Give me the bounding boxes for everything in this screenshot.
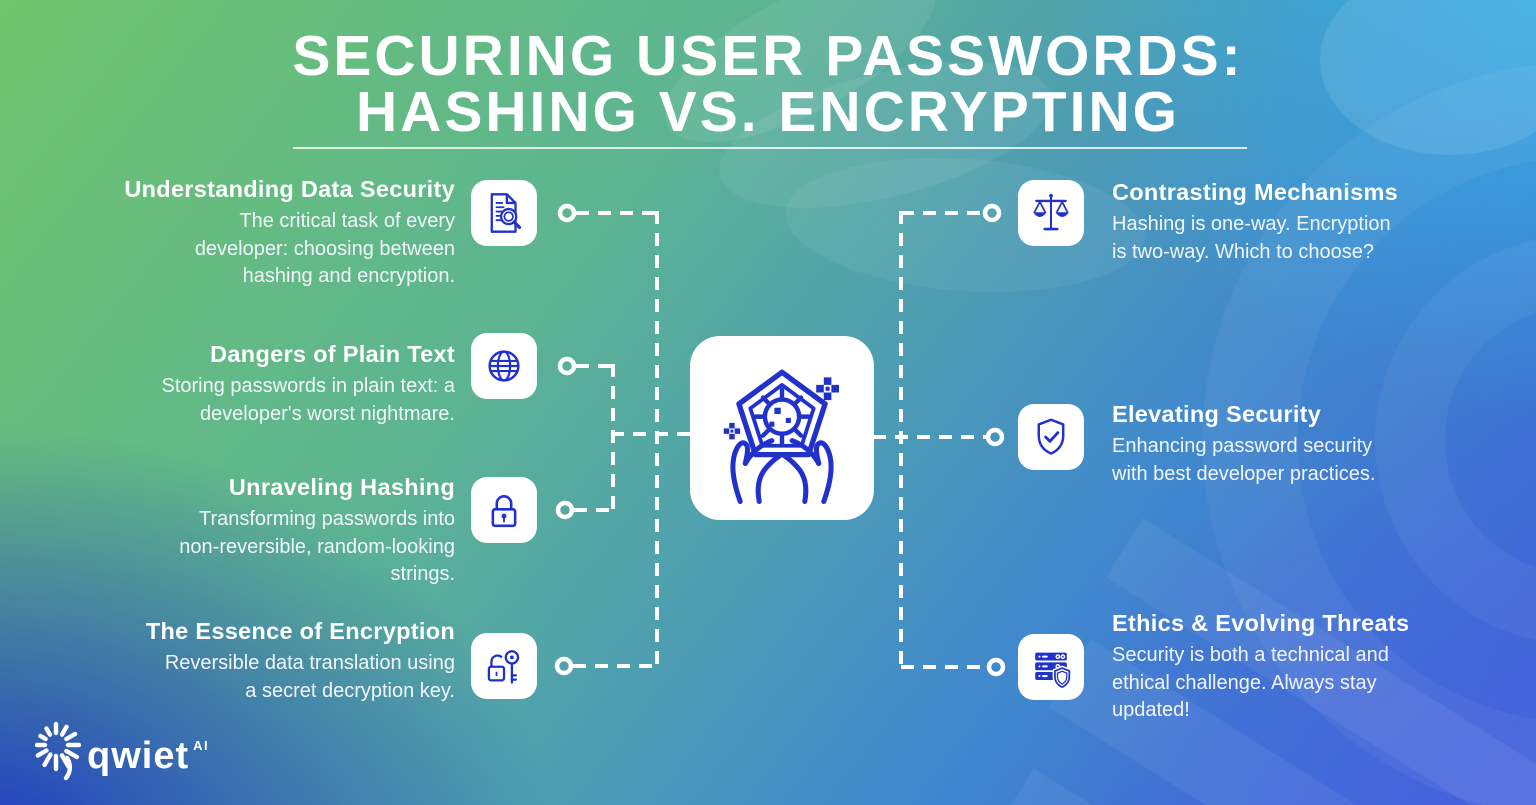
center-illustration-card <box>690 336 874 520</box>
item-body-line: hashing and encryption. <box>242 265 455 287</box>
item-body-line: Transforming passwords into <box>198 508 455 530</box>
icon-card <box>471 633 537 699</box>
item-unraveling-hashing: Unraveling Hashing Transforming password… <box>60 472 455 589</box>
item-body-line: Storing passwords in plain text: a <box>161 375 456 397</box>
item-body-line: with best developer practices. <box>1112 462 1376 485</box>
item-heading: Ethics & Evolving Threats <box>1112 610 1410 636</box>
item-body-line: strings. <box>390 563 455 585</box>
item-ethics-evolving-threats: Ethics & Evolving Threats Security is bo… <box>1112 608 1457 725</box>
item-heading: The Essence of Encryption <box>145 618 455 644</box>
icon-card <box>1018 404 1084 470</box>
item-body-line: ethical challenge. Always stay <box>1112 671 1377 694</box>
item-body-line: Security is both a technical and <box>1112 644 1389 666</box>
icon-card <box>1018 180 1084 246</box>
page-title-line1: SECURING USER PASSWORDS: <box>292 24 1244 88</box>
item-contrasting-mechanisms: Contrasting Mechanisms Hashing is one-wa… <box>1112 177 1457 266</box>
item-heading: Elevating Security <box>1112 401 1322 427</box>
item-body-line: is two-way. Which to choose? <box>1112 240 1374 263</box>
lock-key-icon <box>487 650 520 684</box>
item-dangers-of-plain-text: Dangers of Plain Text Storing passwords … <box>60 339 456 428</box>
item-elevating-security: Elevating Security Enhancing password se… <box>1112 399 1457 488</box>
qwiet-spiral-logo-icon <box>34 721 81 781</box>
icon-card <box>471 477 537 543</box>
scales-icon <box>1033 193 1069 231</box>
globe-icon <box>488 350 520 382</box>
item-body-line: developer's worst nightmare. <box>199 402 455 425</box>
logo-suffix-text: AI <box>193 738 210 753</box>
server-shield-icon <box>1035 652 1072 690</box>
item-heading: Unraveling Hashing <box>228 474 455 500</box>
hands-shield-virus-icon <box>723 369 839 504</box>
icon-card <box>471 333 537 399</box>
item-essence-of-encryption: The Essence of Encryption Reversible dat… <box>60 616 455 705</box>
item-understanding-data-security: Understanding Data Security The critical… <box>60 174 455 291</box>
item-body-line: Enhancing password security <box>1112 435 1373 457</box>
page-title-line2: HASHING VS. ENCRYPTING <box>356 80 1180 144</box>
item-body-line: updated! <box>1112 699 1190 721</box>
icon-card <box>1018 634 1084 700</box>
item-body-line: The critical task of every <box>239 210 455 232</box>
title-divider <box>293 147 1247 149</box>
item-body-line: non-reversible, random-looking <box>179 535 455 558</box>
padlock-icon <box>491 495 517 528</box>
item-heading: Contrasting Mechanisms <box>1112 179 1399 205</box>
item-body-line: developer: choosing between <box>194 237 455 260</box>
document-search-icon <box>490 193 522 233</box>
icon-card <box>471 180 537 246</box>
item-heading: Dangers of Plain Text <box>210 341 455 367</box>
item-body-line: Reversible data translation using <box>164 652 455 674</box>
item-body-line: a secret decryption key. <box>245 679 455 702</box>
shield-check-icon <box>1037 418 1065 455</box>
item-heading: Understanding Data Security <box>124 176 455 202</box>
item-body-line: Hashing is one-way. Encryption <box>1112 213 1391 235</box>
